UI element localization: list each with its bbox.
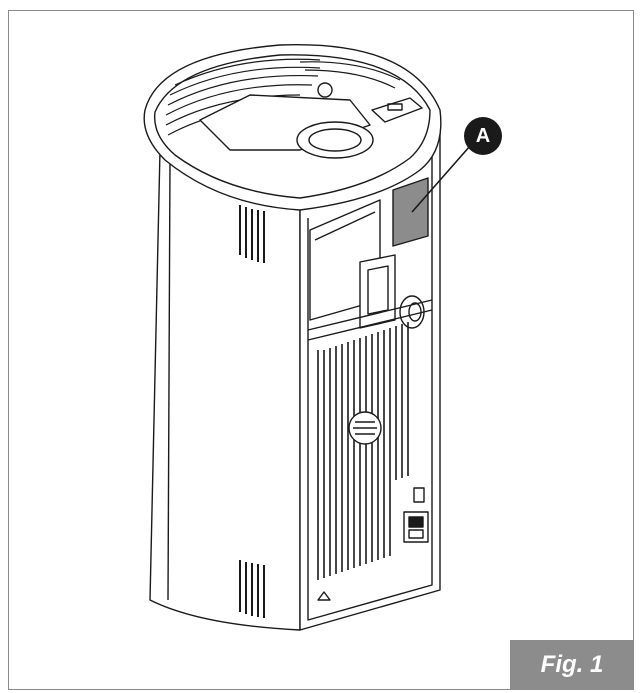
callout-a: A (464, 117, 502, 155)
side-vent-lower (239, 560, 265, 618)
stove-edge (167, 159, 171, 601)
side-vent-upper (239, 205, 265, 263)
rear-louvers (317, 322, 409, 580)
callout-leader (411, 145, 471, 213)
top-hole (317, 82, 333, 98)
flue-outlet (296, 121, 374, 159)
rating-plate (392, 177, 429, 247)
flue-bracket (359, 254, 396, 329)
stove-side-panel (149, 149, 301, 631)
figure-caption: Fig. 1 (510, 640, 634, 690)
